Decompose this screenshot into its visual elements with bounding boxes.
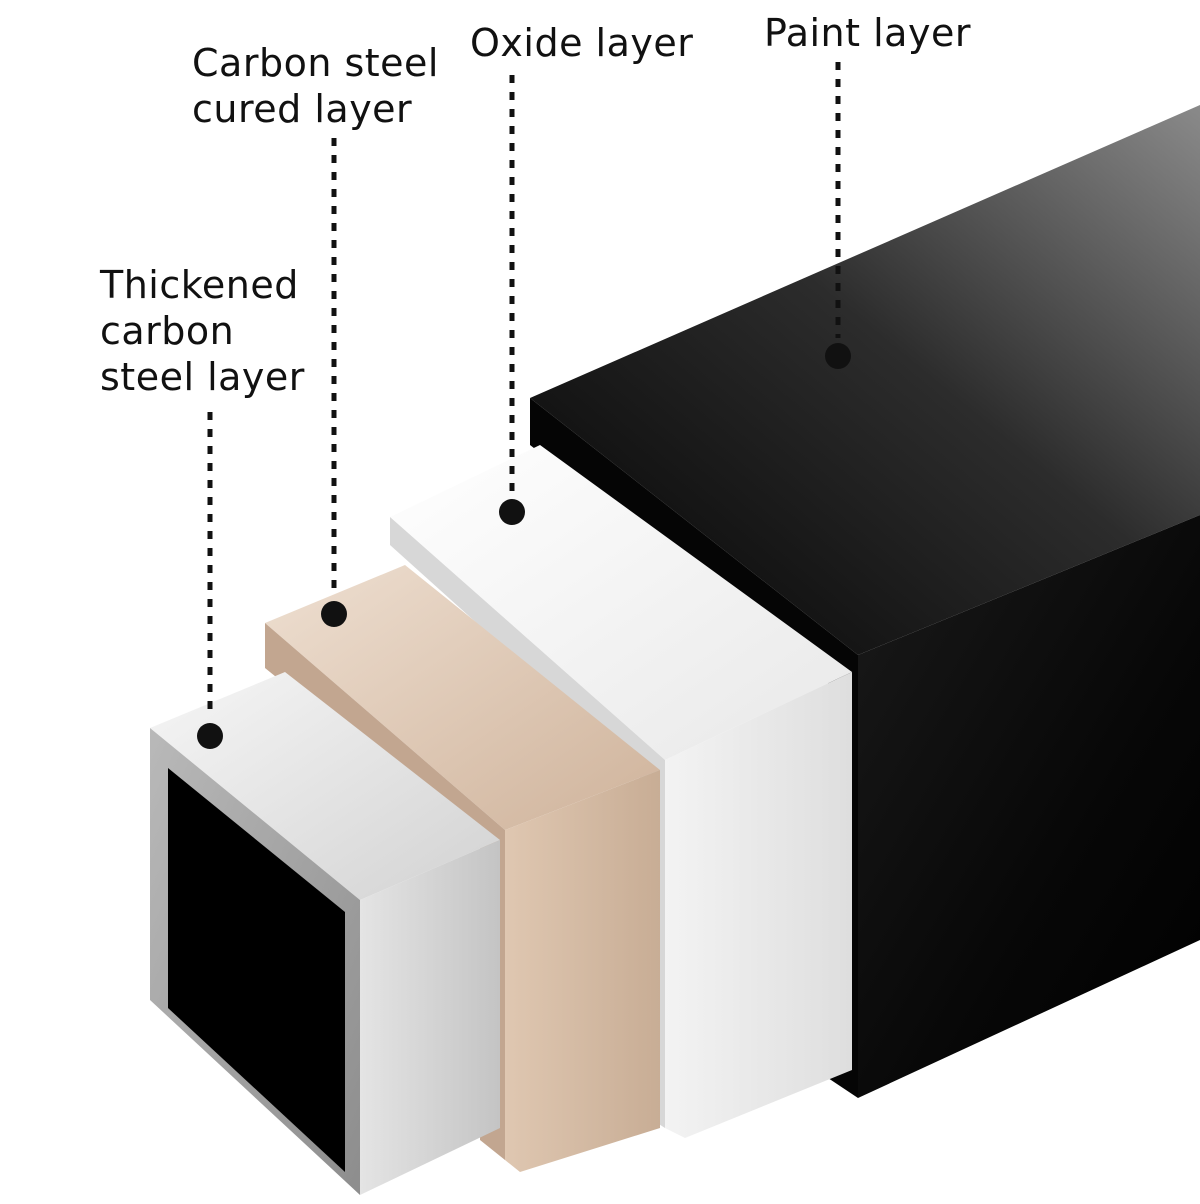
callout-dot-oxide-layer: [499, 499, 525, 525]
cured-layer-front-face: [505, 770, 660, 1172]
label-thickened-layer-line-3: steel layer: [100, 355, 305, 399]
callout-dot-cured-layer: [321, 601, 347, 627]
steel-layer-top-face: [150, 672, 500, 900]
callout-dot-thickened-layer: [197, 723, 223, 749]
label-thickened-layer-line-2: carbon: [100, 309, 235, 353]
label-paint-layer-line-1: Paint layer: [764, 11, 971, 55]
oxide-layer-front-face: [665, 672, 852, 1138]
label-thickened-carbon-steel-layer: Thickened carbon steel layer: [100, 262, 305, 400]
paint-layer-side-face: [858, 515, 1200, 1098]
callout-dot-paint-layer: [825, 343, 851, 369]
thickened-carbon-steel-layer-tube: [150, 672, 500, 1195]
callout-thickened-carbon-steel-layer: [197, 412, 223, 749]
steel-layer-side-face: [360, 840, 500, 1195]
label-cured-layer-line-1: Carbon steel: [192, 41, 439, 85]
cured-layer-top-face: [265, 565, 660, 830]
oxide-layer-top-face: [390, 445, 852, 760]
label-carbon-steel-cured-layer: Carbon steel cured layer: [192, 40, 439, 132]
oxide-layer-front-rim: [390, 517, 665, 1128]
callout-oxide-layer: [499, 75, 525, 525]
label-thickened-layer-line-1: Thickened: [100, 263, 299, 307]
oxide-layer-tube: [390, 445, 852, 1138]
paint-layer-top-face: [530, 105, 1200, 655]
callout-paint-layer: [825, 62, 851, 369]
label-cured-layer-line-2: cured layer: [192, 87, 413, 131]
label-paint-layer: Paint layer: [764, 10, 971, 56]
paint-layer-tube: [530, 105, 1200, 1098]
callout-carbon-steel-cured-layer: [321, 138, 347, 627]
steel-tube-hollow: [168, 768, 345, 1172]
label-oxide-layer: Oxide layer: [470, 20, 693, 66]
label-oxide-layer-line-1: Oxide layer: [470, 21, 694, 65]
